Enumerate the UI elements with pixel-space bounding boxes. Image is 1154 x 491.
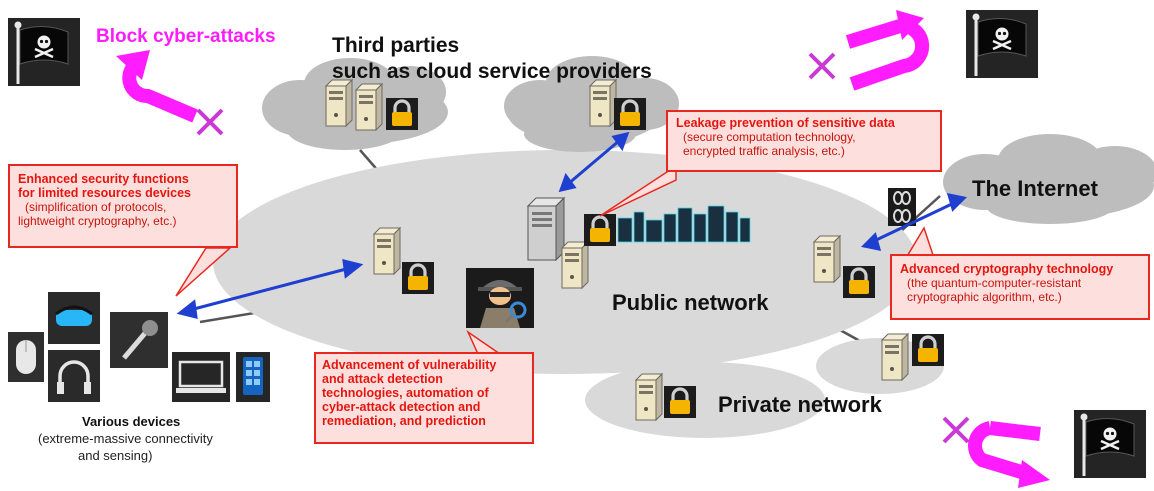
headphones-icon (48, 350, 100, 402)
padlock-icon (582, 212, 618, 248)
laptop-icon (172, 352, 230, 402)
callout-text: encrypted traffic analysis, etc.) (683, 144, 845, 158)
padlock-icon (612, 96, 648, 132)
public-network-label: Public network (612, 290, 769, 315)
server-icon (355, 83, 383, 131)
callout-security-functions: Enhanced security functions for limited … (8, 164, 238, 248)
chain-link-icon (888, 188, 916, 226)
city-skyline-icon (617, 205, 751, 243)
vr-headset-icon (48, 292, 100, 344)
padlock-icon (910, 332, 946, 368)
mouse-icon (8, 332, 44, 382)
link-arrow (176, 259, 364, 319)
devices-subtitle-2: and sensing) (78, 448, 153, 463)
callout-advanced-cryptography: Advanced cryptography technology (the qu… (890, 254, 1150, 320)
callout-leakage-prevention: Leakage prevention of sensitive data (se… (666, 110, 942, 172)
devices-title: Various devices (82, 414, 181, 429)
server-icon (635, 373, 663, 421)
callout-title-2: and attack detection (322, 372, 443, 386)
private-network-label: Private network (718, 392, 882, 417)
cross-mark-icon (808, 52, 836, 80)
server-icon (813, 235, 841, 283)
pirate-flag-icon (964, 8, 1040, 80)
microphone-icon (110, 312, 168, 368)
server-icon (881, 333, 909, 381)
padlock-icon (841, 264, 877, 300)
callout-title: Enhanced security functions (18, 172, 189, 186)
callout-title-5: remediation, and prediction (322, 414, 486, 428)
third-parties-label: Third parties (332, 34, 460, 57)
callout-pointer (175, 247, 232, 297)
link-arrow (860, 193, 968, 251)
devices-link-line (199, 310, 261, 324)
smartphone-icon (236, 352, 270, 402)
server-icon (589, 79, 617, 127)
callout-text: (simplification of protocols, (25, 200, 167, 214)
server-icon (561, 241, 589, 289)
callout-title: Advanced cryptography technology (900, 262, 1114, 276)
callout-text: (secure computation technology, (683, 130, 856, 144)
callout-title: Leakage prevention of sensitive data (676, 116, 895, 130)
internet-label: The Internet (972, 176, 1098, 201)
u-turn-arrow-icon (968, 421, 1050, 488)
hacker-icon (466, 268, 534, 328)
padlock-icon (384, 96, 420, 132)
callout-title-4: cyber-attack detection and (322, 400, 481, 414)
u-turn-arrow-icon (116, 50, 198, 123)
u-turn-arrow-icon (845, 10, 930, 91)
callout-text: (the quantum-computer-resistant (907, 276, 1082, 290)
callout-title-3: technologies, automation of (322, 386, 489, 400)
server-icon (325, 79, 353, 127)
pirate-flag-icon (6, 16, 82, 88)
cross-mark-icon (196, 108, 224, 136)
block-attacks-label: Block cyber-attacks (96, 26, 276, 47)
callout-text: lightweight cryptography, etc.) (18, 214, 177, 228)
padlock-icon (662, 384, 698, 420)
callout-pointer (599, 164, 677, 217)
callout-vulnerability-detection: Advancement of vulnerability and attack … (314, 352, 534, 444)
server-icon (526, 196, 566, 262)
cloud-icon (943, 134, 1154, 224)
devices-subtitle: (extreme-massive connectivity (38, 431, 213, 446)
padlock-icon (400, 260, 436, 296)
pirate-flag-icon (1072, 408, 1148, 480)
cross-mark-icon (942, 416, 970, 444)
third-parties-sublabel: such as cloud service providers (332, 60, 652, 83)
callout-title-2: for limited resources devices (18, 186, 191, 200)
link-arrow (558, 131, 630, 193)
server-icon (373, 227, 401, 275)
callout-title: Advancement of vulnerability (322, 358, 497, 372)
callout-text: cryptographic algorithm, etc.) (907, 290, 1062, 304)
